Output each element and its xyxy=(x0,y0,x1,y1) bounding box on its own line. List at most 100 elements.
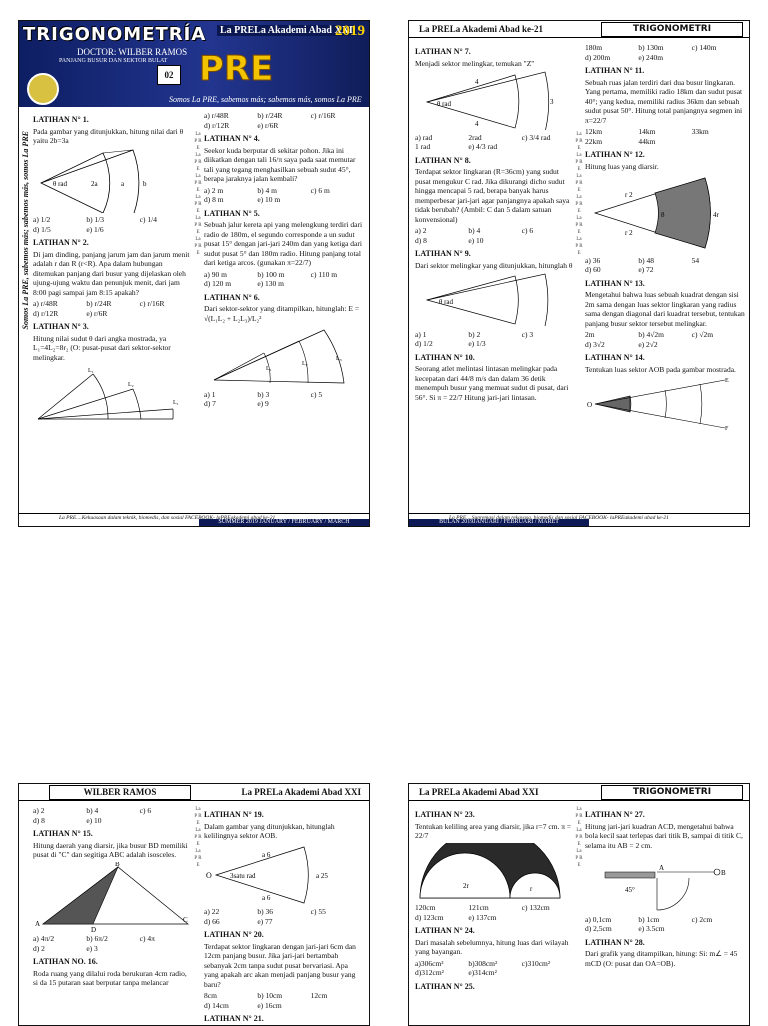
option-e[interactable]: e) 10 xyxy=(86,815,102,825)
option-c[interactable]: c) 3/4 rad xyxy=(521,132,551,142)
option-b[interactable]: 2rad xyxy=(468,132,482,142)
option-c[interactable]: c) 2cm xyxy=(691,914,713,924)
option-d[interactable]: d) 8 xyxy=(33,815,45,825)
option-e[interactable]: e) 10 m xyxy=(257,195,281,204)
option-e[interactable]: e) 3 xyxy=(86,943,98,953)
option-a[interactable]: 12km xyxy=(585,127,603,136)
option-c[interactable]: c) 6 xyxy=(139,806,152,815)
option-b[interactable]: b) 4 xyxy=(468,226,481,235)
option-b[interactable]: b) 1/3 xyxy=(86,215,105,224)
option-c[interactable]: 33km xyxy=(691,127,709,136)
option-e[interactable]: e) 240m xyxy=(638,52,664,62)
option-e[interactable]: e) 9 xyxy=(257,399,269,408)
option-a[interactable]: a) 1 xyxy=(204,389,216,399)
option-a[interactable]: a) 1 xyxy=(415,329,427,339)
option-c[interactable]: c) 140m xyxy=(691,43,717,52)
option-e[interactable]: e) 77 xyxy=(257,916,273,926)
option-a[interactable]: 2m xyxy=(585,330,595,339)
option-a[interactable]: a) 2 xyxy=(33,806,45,815)
option-a[interactable]: a) 2 m xyxy=(204,185,224,195)
option-a[interactable]: a)306cm² xyxy=(415,958,444,968)
option-e[interactable]: e) r/6R xyxy=(86,308,108,318)
option-e[interactable]: e)314cm² xyxy=(468,968,497,977)
option-a[interactable]: a) 1/2 xyxy=(33,215,51,224)
option-d[interactable]: d) 120 m xyxy=(204,279,232,288)
option-e[interactable]: e) 16cm xyxy=(257,1000,282,1010)
option-b[interactable]: b) 130m xyxy=(638,43,664,52)
option-c[interactable]: c)310cm² xyxy=(521,958,551,968)
option-b[interactable]: b) 4 m xyxy=(257,185,277,195)
option-e[interactable]: e) 72 xyxy=(638,265,654,274)
option-c[interactable]: c) 132cm xyxy=(521,903,550,912)
option-d[interactable]: d) r/12R xyxy=(33,308,59,318)
option-c[interactable]: c) 1/4 xyxy=(139,215,157,224)
option-a[interactable]: a) 36 xyxy=(585,255,601,265)
option-c[interactable]: 54 xyxy=(691,255,700,265)
option-e[interactable]: e) 1/6 xyxy=(86,224,104,234)
option-c[interactable]: c) 5 xyxy=(310,389,323,399)
option-a[interactable]: a) 4π/2 xyxy=(33,934,55,943)
option-b[interactable]: b) 3 xyxy=(257,389,270,399)
option-d[interactable]: d)312cm² xyxy=(415,968,444,977)
option-c[interactable]: c) 6 xyxy=(521,226,534,235)
option-b[interactable]: b) 4√2m xyxy=(638,330,664,339)
option-b[interactable]: b) 4 xyxy=(86,806,99,815)
option-d[interactable]: d) 66 xyxy=(204,916,220,926)
option-b[interactable]: b) 100 m xyxy=(257,269,285,279)
option-a[interactable]: a) 0,1cm xyxy=(585,914,612,924)
option-c[interactable]: c) r/16R xyxy=(139,299,165,308)
option-e[interactable]: e) 3.5cm xyxy=(638,924,665,933)
option-e[interactable]: e) 4/3 rad xyxy=(468,142,498,151)
option-c[interactable]: c) √2m xyxy=(691,330,714,339)
option-d[interactable]: 22km xyxy=(585,136,603,146)
option-a[interactable]: a) r/48R xyxy=(33,299,58,308)
option-d[interactable]: d) 7 xyxy=(204,399,216,408)
option-b[interactable]: b) 1cm xyxy=(638,914,660,924)
option-d[interactable]: d) 1/5 xyxy=(33,224,51,234)
option-d[interactable]: d) 2,5cm xyxy=(585,924,612,933)
option-e[interactable]: 44km xyxy=(638,136,656,146)
option-d[interactable]: 1 rad xyxy=(415,142,431,151)
option-c[interactable]: c) 3 xyxy=(521,329,534,339)
option-b[interactable]: b) 36 xyxy=(257,907,273,916)
option-d[interactable]: d) 8 m xyxy=(204,195,224,204)
option-d[interactable]: d) r/12R xyxy=(204,120,230,130)
option-b[interactable]: b)308cm² xyxy=(468,958,498,968)
option-c[interactable]: c) 4π xyxy=(139,934,155,943)
option-a[interactable]: a) 22 xyxy=(204,907,220,916)
option-b[interactable]: b) r/24R xyxy=(257,111,283,120)
option-d[interactable]: d) 123cm xyxy=(415,912,444,922)
option-e[interactable]: e) 137cm xyxy=(468,912,497,922)
option-a[interactable]: a) 2 xyxy=(415,226,427,235)
option-a[interactable]: 8cm xyxy=(204,991,217,1000)
option-b[interactable]: 121cm xyxy=(468,903,489,912)
option-d[interactable]: d) 1/2 xyxy=(415,339,433,348)
option-e[interactable]: e) 10 xyxy=(468,235,484,245)
option-b[interactable]: b) 2 xyxy=(468,329,481,339)
option-d[interactable]: d) 14cm xyxy=(204,1000,229,1010)
option-e[interactable]: e) 130 m xyxy=(257,279,284,288)
option-b[interactable]: b) 10cm xyxy=(257,991,283,1000)
option-e[interactable]: e) 1/3 xyxy=(468,339,486,348)
option-c[interactable]: c) 55 xyxy=(310,907,326,916)
option-b[interactable]: 14km xyxy=(638,127,656,136)
option-a[interactable]: a) rad xyxy=(415,132,433,142)
option-d[interactable]: d) 8 xyxy=(415,235,427,245)
option-d[interactable]: d) 3√2 xyxy=(585,339,605,349)
option-c[interactable]: c) 110 m xyxy=(310,269,338,279)
option-b[interactable]: b) 48 xyxy=(638,255,654,265)
option-d[interactable]: d) 60 xyxy=(585,265,601,274)
option-b[interactable]: b) 6π/2 xyxy=(86,934,108,943)
option-c[interactable]: c) 6 m xyxy=(310,185,330,195)
option-e[interactable]: e) r/6R xyxy=(257,120,279,130)
option-a[interactable]: 120cm xyxy=(415,903,436,912)
option-c[interactable]: c) r/16R xyxy=(310,111,336,120)
option-a[interactable]: a) r/48R xyxy=(204,111,229,120)
option-e[interactable]: e) 2√2 xyxy=(638,339,658,349)
option-b[interactable]: b) r/24R xyxy=(86,299,112,308)
option-d[interactable]: d) 200m xyxy=(585,52,611,62)
option-a[interactable]: a) 90 m xyxy=(204,269,227,279)
option-a[interactable]: 180m xyxy=(585,43,603,52)
option-d[interactable]: d) 2 xyxy=(33,943,45,953)
option-c[interactable]: 12cm xyxy=(310,991,328,1000)
